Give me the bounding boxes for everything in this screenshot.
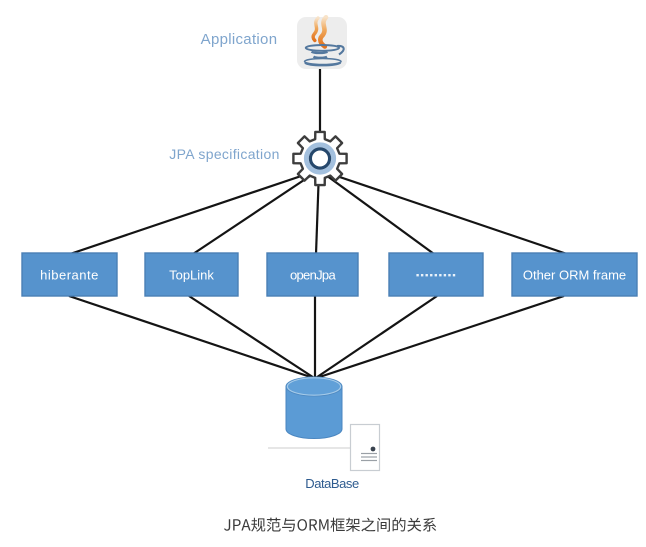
svg-text:Application: Application <box>201 31 278 48</box>
svg-text:DataBase: DataBase <box>305 476 359 491</box>
svg-text:JPA specification: JPA specification <box>169 146 279 162</box>
svg-text:TopLink: TopLink <box>169 268 214 283</box>
svg-text:hiberante: hiberante <box>40 268 99 283</box>
svg-text:openJpa: openJpa <box>290 268 336 283</box>
svg-text:Other ORM frame: Other ORM frame <box>523 268 626 283</box>
